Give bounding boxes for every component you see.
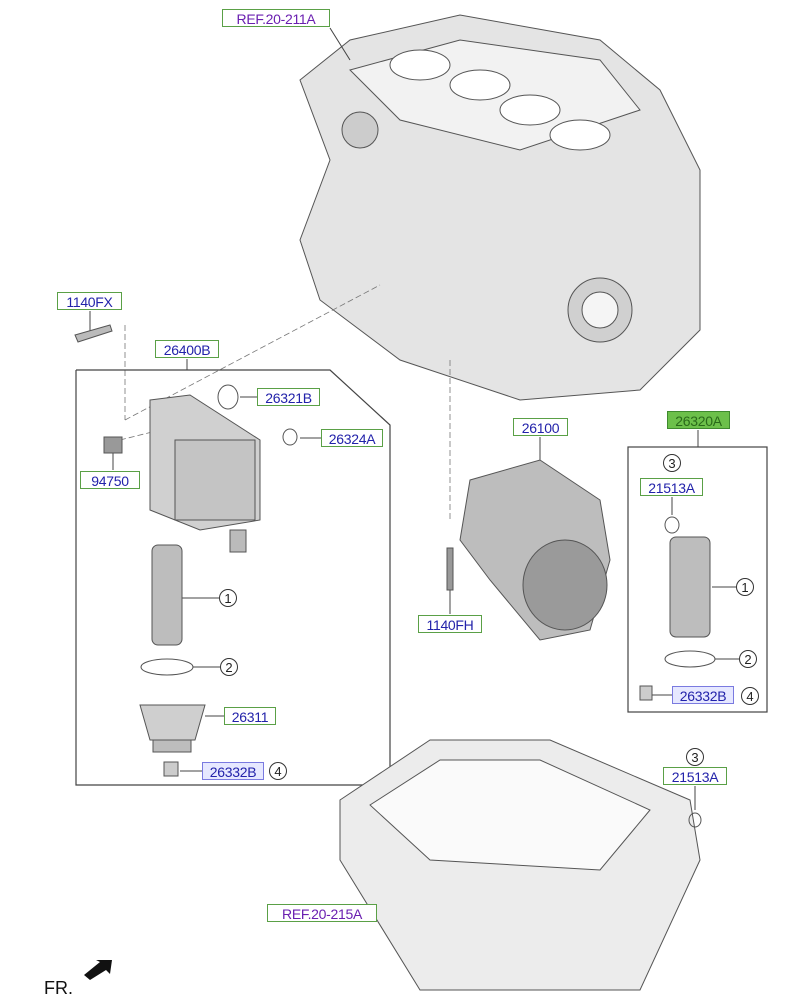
callout-1-left: 1 [219,589,237,607]
callout-3-right: 3 [663,454,681,472]
oil-pump [446,459,611,641]
right-group-box [627,446,768,713]
oil-filter-right [639,516,716,701]
callout-2-right: 2 [739,650,757,668]
part-label-21513a-kit[interactable]: 21513A [640,478,703,496]
front-arrow-icon [84,960,112,980]
front-direction-label: FR. [44,978,73,998]
part-label-26324a[interactable]: 26324A [321,429,383,447]
callout-1-right: 1 [736,578,754,596]
callout-3-pan: 3 [686,748,704,766]
leader-lines [89,27,739,914]
oil-filter-left [139,544,206,777]
part-label-26400b[interactable]: 26400B [155,340,219,358]
callout-2-left: 2 [220,658,238,676]
oil-cooler-assembly [74,324,298,553]
part-label-26311[interactable]: 26311 [224,707,276,725]
part-label-94750[interactable]: 94750 [80,471,140,489]
part-label-26100[interactable]: 26100 [513,418,568,436]
part-label-26320a-selected[interactable]: 26320A [667,411,730,429]
callout-4-left: 4 [269,762,287,780]
part-label-1140fh[interactable]: 1140FH [418,615,482,633]
ref-label-20-215a[interactable]: REF.20-215A [267,904,377,922]
part-label-26321b[interactable]: 26321B [257,388,320,406]
oil-pan [339,739,702,991]
callout-4-right: 4 [741,687,759,705]
cylinder-block [299,14,701,401]
ref-label-20-211a[interactable]: REF.20-211A [222,9,330,27]
part-label-26332b-right[interactable]: 26332B [672,686,734,704]
part-label-1140fx[interactable]: 1140FX [57,292,122,310]
part-label-21513a-pan[interactable]: 21513A [663,767,727,785]
left-group-box [75,369,391,786]
part-label-26332b-left[interactable]: 26332B [202,762,264,780]
